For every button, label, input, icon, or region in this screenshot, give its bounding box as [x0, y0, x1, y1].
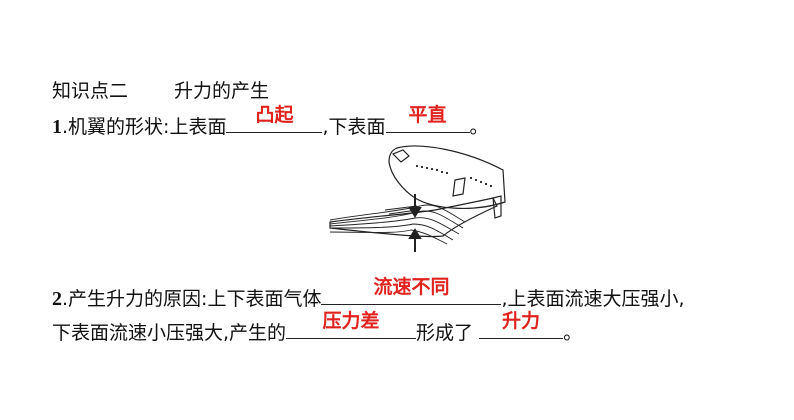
door-outline — [452, 177, 466, 197]
item-1-text-c: 。 — [469, 116, 489, 138]
item-1-blank-2: 平直 — [385, 104, 470, 133]
heading-title: 升力的产生 — [174, 80, 270, 102]
airplane-wing-airflow-diagram — [329, 145, 506, 252]
window-row — [415, 164, 493, 188]
item-2-text-d: 形成了 — [416, 322, 474, 344]
arrow-down-head-icon — [408, 207, 422, 218]
item-2-answer-2: 压力差 — [322, 310, 380, 332]
item-2-answer-1: 流速不同 — [373, 276, 450, 298]
item-1-text-b: ,下表面 — [322, 116, 386, 138]
item-2-number: 2 — [52, 288, 62, 310]
item-2-text-b: ,上表面流速大压强小, — [501, 288, 685, 310]
item-2-blank-1: 流速不同 — [321, 276, 502, 305]
engine-outline — [492, 195, 502, 219]
item-2-line-2: 下表面流速小压强大,产生的 压力差形成了 升力。 — [52, 310, 583, 346]
fuselage-outline — [388, 145, 506, 209]
item-1: 1.机翼的形状:上表面 凸起 ,下表面平直。 — [52, 104, 489, 140]
item-2-text-c: 下表面流速小压强大,产生的 — [52, 322, 287, 344]
item-2-answer-3: 升力 — [502, 310, 541, 332]
airflow-streamlines — [329, 204, 466, 245]
item-2-line-1: 2.产生升力的原因:上下表面气体 流速不同 ,上表面流速大压强小, — [52, 276, 685, 312]
item-2-text-a: 产生升力的原因:上下表面气体 — [68, 288, 322, 310]
item-2-blank-2: 压力差 — [286, 310, 417, 339]
item-1-answer-1: 凸起 — [255, 104, 294, 126]
item-2-text-e: 。 — [563, 322, 583, 344]
item-1-number: 1 — [52, 116, 62, 138]
wing-outline — [329, 197, 498, 238]
item-2-dot: . — [62, 288, 69, 310]
heading-point: 知识点二 — [52, 80, 129, 102]
cockpit-window-icon — [391, 149, 410, 163]
item-1-blank-1: 凸起 — [226, 104, 323, 133]
item-1-text-a: 机翼的形状:上表面 — [68, 116, 227, 138]
item-1-dot: . — [62, 116, 69, 138]
section-heading: 知识点二 升力的产生 — [52, 78, 269, 104]
arrow-up-head-icon — [408, 228, 422, 239]
item-1-answer-2: 平直 — [408, 104, 447, 126]
item-2-blank-3: 升力 — [479, 310, 564, 339]
